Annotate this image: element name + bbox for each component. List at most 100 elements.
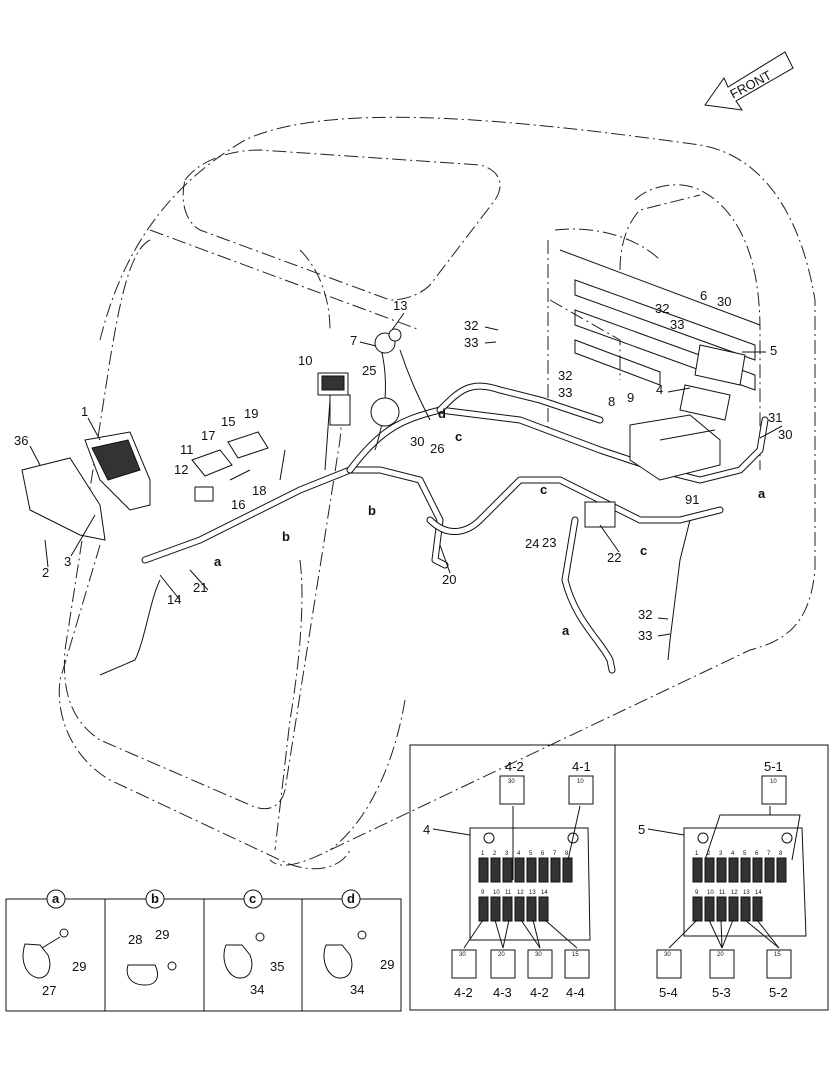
fuse-slot [538,896,549,922]
fuse-slot-number: 8 [779,851,783,857]
fuse-slot-number: 14 [755,890,762,896]
svg-text:32: 32 [558,368,572,383]
fuse-slot [526,896,537,922]
svg-text:2: 2 [42,565,49,580]
fuse-slot-number: 14 [541,890,548,896]
svg-text:36: 36 [14,433,28,448]
svg-text:32: 32 [464,318,478,333]
fuse-slot [764,857,775,883]
svg-text:13: 13 [393,298,407,313]
fuse-slot-number: 12 [517,890,524,896]
fuse-rating: 30 [459,952,466,958]
svg-text:21: 21 [193,580,207,595]
detail-c-part-35: 35 [270,959,284,974]
main-harness [99,344,769,676]
svg-text:4: 4 [656,382,663,397]
detail-c-part-34: 34 [250,982,264,997]
fuse-slot [752,896,763,922]
fuse-slot [740,896,751,922]
fuse-5-4-b1: 30 5-4 [656,949,682,1000]
fuse-slot-number: 7 [767,851,771,857]
fuse-4-2-b3: 30 4-2 [527,949,553,1000]
svg-text:11: 11 [180,442,194,457]
fuse-5-3-b2: 20 5-3 [709,949,735,1000]
svg-text:8: 8 [608,394,615,409]
svg-text:d: d [438,406,446,421]
fuse-slot-number: 9 [695,890,699,896]
fuse-slot [490,857,501,883]
fuse-rating: 15 [774,952,781,958]
fuse-slot-number: 1 [481,851,485,857]
fuse-rating: 10 [577,779,584,785]
svg-text:22: 22 [607,550,621,565]
fuse-slot-number: 12 [731,890,738,896]
fuse-rating: 30 [664,952,671,958]
cab-outline [58,116,816,870]
radio-unit [629,414,721,481]
detail-d-part-29: 29 [380,957,394,972]
fuse-slot-number: 2 [493,851,497,857]
fuse-slot-number: 2 [707,851,711,857]
fuse-slot [704,857,715,883]
svg-text:19: 19 [244,406,258,421]
svg-text:a: a [214,554,222,569]
detail-boxes: a 29 27 b 28 29 c 35 34 d [5,889,402,1012]
fuse-slot [478,857,489,883]
svg-text:18: 18 [252,483,266,498]
detail-d-letter: d [347,891,355,906]
fuse-slot-number: 1 [695,851,699,857]
fuse-slot [728,857,739,883]
fuse-4-3-b2: 20 4-3 [490,949,516,1000]
svg-text:30: 30 [778,427,792,442]
fuse-boxes-wall [584,344,746,528]
fuse-slot [692,857,703,883]
fuse-id: 5-3 [712,985,731,1000]
panel-4-label: 4 [423,822,430,837]
svg-text:33: 33 [558,385,572,400]
detail-a-letter: a [52,891,60,906]
fuse-slot [490,896,501,922]
fuse-slot [716,896,727,922]
svg-text:20: 20 [442,572,456,587]
svg-text:9: 9 [627,390,634,405]
svg-text:b: b [282,529,290,544]
fuse-slot-number: 9 [481,890,485,896]
fuse-slot-number: 11 [719,890,726,896]
fuse-5-1-top: 5-1 10 [761,759,787,805]
detail-b-part-28: 28 [128,932,142,947]
fuse-slot [728,896,739,922]
svg-text:16: 16 [231,497,245,512]
callout-labels: 1 2 3 4 5 6 7 8 9 10 11 12 13 14 15 16 1… [14,288,792,643]
svg-text:23: 23 [542,535,556,550]
svg-text:30: 30 [717,294,731,309]
leader-lines [29,312,783,637]
fuse-id: 4-2 [530,985,549,1000]
fuse-slot-number: 5 [743,851,747,857]
svg-text:7: 7 [350,333,357,348]
fuse-slot [526,857,537,883]
front-arrow: FRONT [704,51,794,111]
fuse-slot [716,857,727,883]
fuse-slot [514,896,525,922]
detail-a: a 29 27 [22,889,86,998]
fuse-rating: 30 [508,779,515,785]
svg-text:33: 33 [670,317,684,332]
fuse-4-2-top: 4-2 30 [499,759,525,805]
fuse-id: 4-1 [572,759,591,774]
svg-text:15: 15 [221,414,235,429]
fuse-slot-number: 6 [541,851,545,857]
detail-b-part-29: 29 [155,927,169,942]
svg-text:5: 5 [770,343,777,358]
svg-text:12: 12 [174,462,188,477]
detail-d-part-34: 34 [350,982,364,997]
fuse-slot-number: 7 [553,851,557,857]
fuse-slot-number: 4 [731,851,735,857]
fuse-slot [704,896,715,922]
fuse-id: 5-1 [764,759,783,774]
fuse-id: 4-3 [493,985,512,1000]
fuse-slot-number: 13 [529,890,536,896]
